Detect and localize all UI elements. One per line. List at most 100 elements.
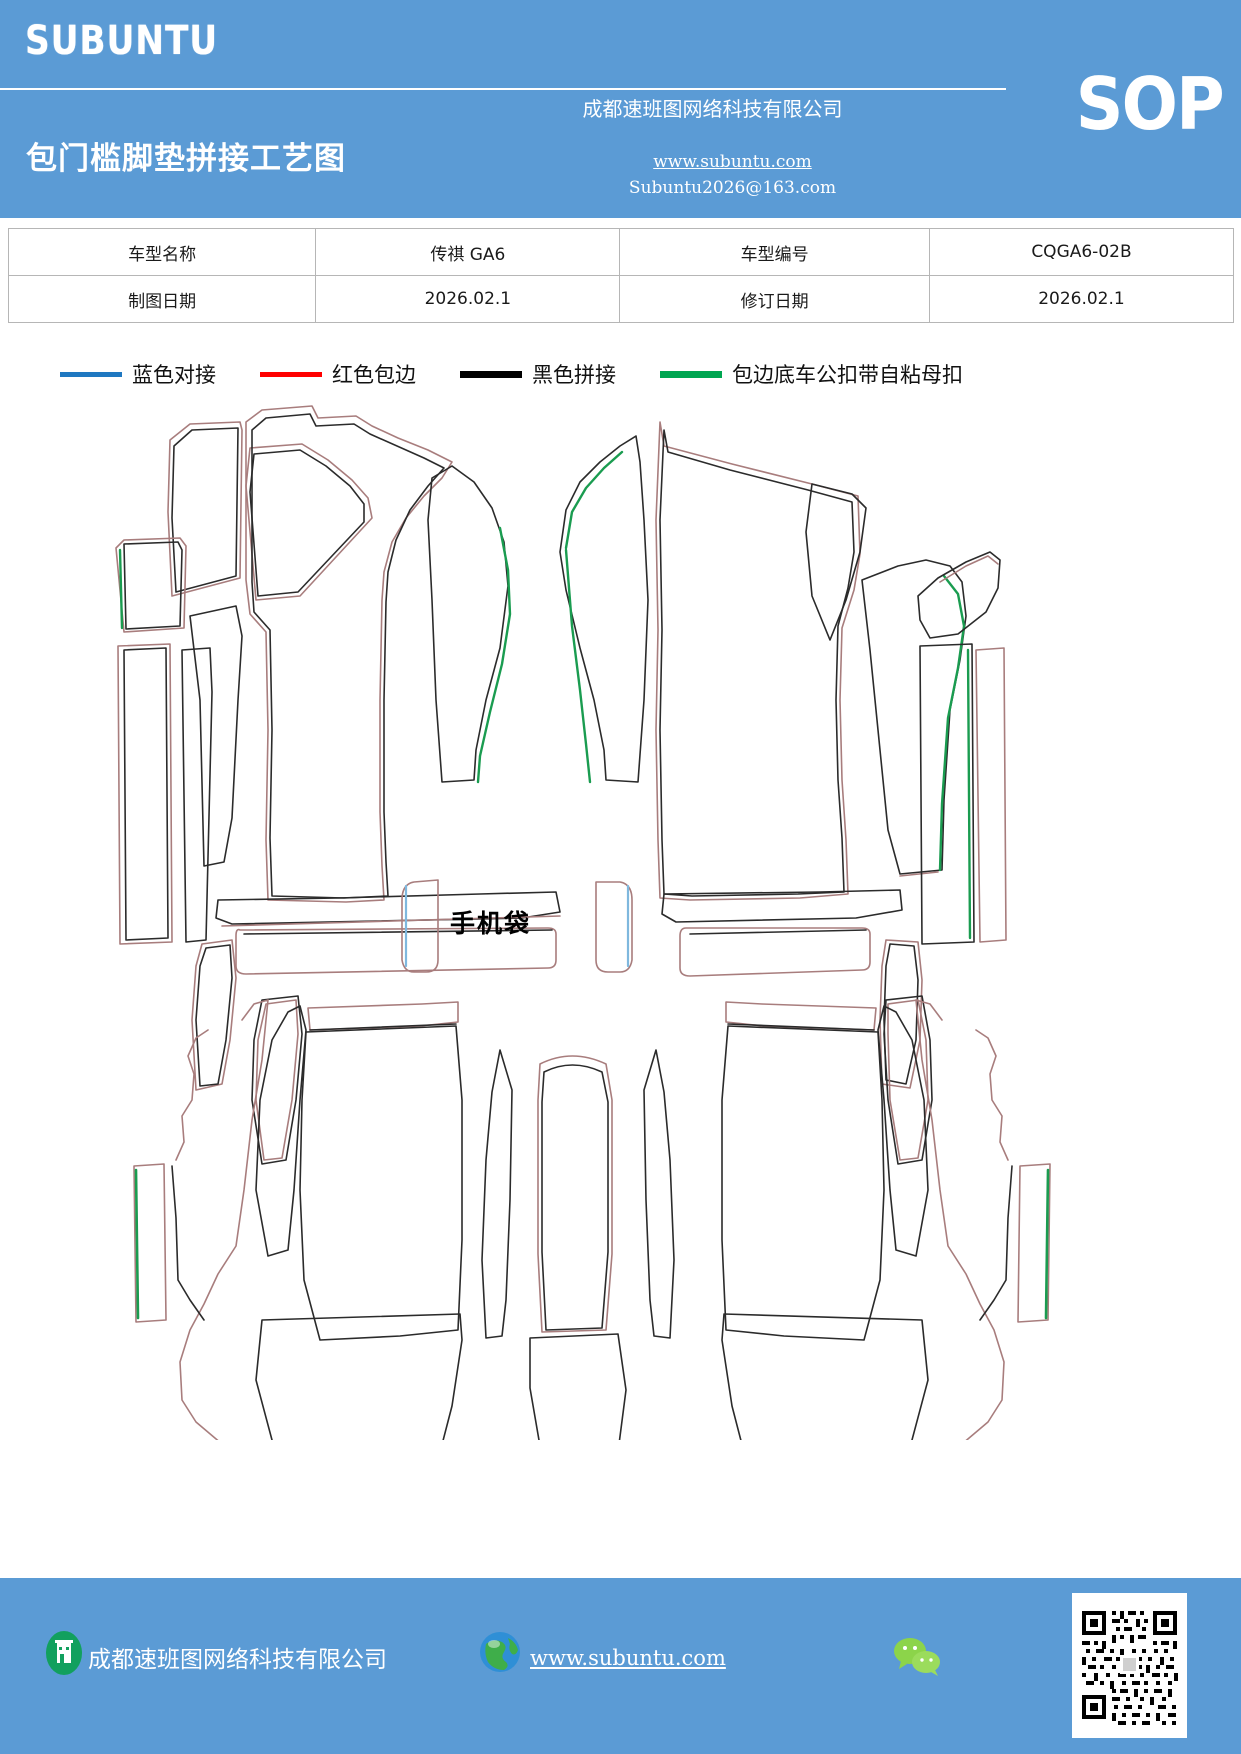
rear-left-outer-contour bbox=[179, 999, 269, 1440]
header-company-name: 成都速班图网络科技有限公司 bbox=[582, 97, 843, 121]
value-model-name: 传祺 GA6 bbox=[315, 228, 621, 276]
right-sill-top-piece bbox=[917, 551, 1001, 639]
legend-swatch-green-icon bbox=[660, 370, 722, 378]
rear-right-side-wing bbox=[877, 1005, 929, 1257]
front-left-inner-fin bbox=[427, 465, 512, 784]
brand-logo: SUBUNTU bbox=[25, 18, 219, 64]
left-mat-bottom-binding bbox=[221, 915, 561, 927]
wechat-icon bbox=[893, 1636, 943, 1676]
right-lower-skirt-seam bbox=[883, 943, 919, 1085]
table-row: 制图日期 2026.02.1 修订日期 2026.02.1 bbox=[7, 275, 1235, 323]
rear-right-outer-contour bbox=[915, 999, 1005, 1440]
legend-label-black: 黑色拼接 bbox=[532, 363, 616, 387]
front-left-mat-group bbox=[115, 405, 561, 1091]
front-right-mat-outline bbox=[655, 421, 861, 901]
rear-right-step-seam bbox=[979, 1165, 1013, 1321]
left-sill-top-hook-edge bbox=[118, 548, 124, 630]
left-sill-long-strip bbox=[117, 643, 173, 945]
table-row: 车型名称 传祺 GA6 车型编号 CQGA6-02B bbox=[7, 228, 1235, 276]
left-heel-pad bbox=[235, 927, 557, 975]
rear-center-tunnel-seam bbox=[541, 1064, 609, 1331]
left-inner-fin-outline bbox=[427, 465, 509, 783]
right-inner-fin-outline bbox=[559, 435, 649, 783]
rear-right-sill-hook-edge bbox=[1044, 1168, 1050, 1320]
rear-left-sill-hook-edge bbox=[134, 1168, 140, 1320]
legend-swatch-red-icon bbox=[260, 371, 322, 377]
right-mid-column-binding bbox=[899, 871, 939, 877]
left-mid-column bbox=[189, 605, 243, 867]
rear-center-tunnel bbox=[537, 1055, 613, 1333]
right-sill-long-hook-edge bbox=[966, 648, 972, 940]
header-divider bbox=[0, 88, 1006, 90]
label-draw-date: 制图日期 bbox=[7, 275, 317, 323]
rear-right-outer-skirt-binding bbox=[887, 999, 929, 1161]
value-revise-date: 2026.02.1 bbox=[928, 275, 1235, 323]
right-inner-fin-hook-edge bbox=[564, 548, 592, 784]
rear-center-lower-panel bbox=[529, 1333, 627, 1440]
left-lower-skirt-seam bbox=[195, 944, 233, 1087]
value-draw-date: 2026.02.1 bbox=[315, 275, 621, 323]
right-mat-bottom-strip bbox=[661, 889, 903, 923]
left-upper-flap-seam bbox=[171, 427, 239, 593]
label-model-name: 车型名称 bbox=[7, 228, 317, 276]
phone-pocket-right-outline bbox=[595, 881, 633, 973]
legend-swatch-blue-icon bbox=[60, 371, 122, 377]
right-lower-skirt bbox=[879, 939, 923, 1089]
right-heel-pad bbox=[679, 927, 871, 977]
legend-item-green: 包边底车公扣带自粘母扣 bbox=[660, 359, 963, 389]
page-title: 包门槛脚垫拼接工艺图 bbox=[26, 141, 346, 177]
front-left-mat-seam bbox=[251, 413, 445, 899]
left-mat-bottom-strip bbox=[215, 891, 561, 925]
mat-pattern-drawing bbox=[0, 400, 1241, 1440]
front-right-mat-seam bbox=[659, 429, 855, 897]
right-sill-top-binding bbox=[939, 555, 999, 583]
left-heel-pad-seam bbox=[243, 929, 553, 935]
header-email[interactable]: Subuntu2026@163.com bbox=[628, 178, 837, 198]
vehicle-info-table: 车型名称 传祺 GA6 车型编号 CQGA6-02B 制图日期 2026.02.… bbox=[7, 228, 1235, 323]
left-upper-fin bbox=[245, 443, 373, 601]
building-icon bbox=[45, 1630, 83, 1676]
left-inner-fin-hook-edge bbox=[476, 526, 512, 784]
legend-label-green: 包边底车公扣带自粘母扣 bbox=[732, 363, 963, 387]
right-mid-column bbox=[861, 559, 967, 875]
rear-center-right-strip bbox=[643, 1049, 675, 1339]
front-left-mat-outline bbox=[245, 405, 453, 903]
legend-item-red: 红色包边 bbox=[260, 359, 416, 389]
mat-pattern-svg bbox=[115, 405, 1051, 1440]
rear-right-sill-strip bbox=[1017, 1163, 1051, 1323]
front-right-mat-group bbox=[559, 421, 1007, 1089]
rear-right-outer-skirt bbox=[883, 995, 933, 1165]
rear-left-outer-skirt bbox=[251, 995, 303, 1165]
left-lower-skirt bbox=[191, 939, 237, 1091]
globe-icon bbox=[478, 1630, 522, 1674]
rear-right-mat-body bbox=[721, 1025, 885, 1341]
rear-right-top-band-seam bbox=[727, 1023, 875, 1031]
rear-right-step-contour bbox=[975, 1029, 1009, 1161]
rear-mat-group bbox=[133, 995, 1051, 1440]
rear-left-mat-body bbox=[299, 1025, 463, 1341]
sop-badge: SOP bbox=[1075, 62, 1225, 146]
rear-right-top-band bbox=[725, 1001, 877, 1031]
footer-company-name: 成都速班图网络科技有限公司 bbox=[88, 1647, 387, 1673]
rear-right-lower-panel bbox=[721, 1313, 929, 1440]
header-website-link[interactable]: www.subuntu.com bbox=[653, 152, 812, 172]
left-upper-flap-outline bbox=[167, 421, 243, 597]
legend-item-black: 黑色拼接 bbox=[460, 359, 616, 389]
legend-label-blue: 蓝色对接 bbox=[132, 363, 216, 387]
rear-left-lower-panel bbox=[255, 1313, 463, 1440]
page-header: SUBUNTU 包门槛脚垫拼接工艺图 成都速班图网络科技有限公司 www.sub… bbox=[0, 0, 1241, 218]
value-model-code: CQGA6-02B bbox=[928, 228, 1235, 276]
rear-left-outer-skirt-binding bbox=[255, 999, 299, 1161]
rear-left-step-seam bbox=[171, 1165, 205, 1321]
footer-website-link[interactable]: www.subuntu.com bbox=[530, 1646, 726, 1670]
legend-swatch-black-icon bbox=[460, 370, 522, 378]
phone-pocket-label: 手机袋 bbox=[450, 909, 532, 938]
phone-pocket-pair bbox=[401, 879, 633, 973]
right-upper-wing bbox=[805, 483, 867, 641]
rear-center-left-strip bbox=[481, 1049, 513, 1339]
rear-left-top-band-seam bbox=[309, 1023, 457, 1031]
right-mid-column-hook-edge bbox=[938, 574, 966, 872]
right-inner-fin-hook-top bbox=[564, 450, 624, 550]
right-heel-pad-seam bbox=[689, 929, 867, 935]
